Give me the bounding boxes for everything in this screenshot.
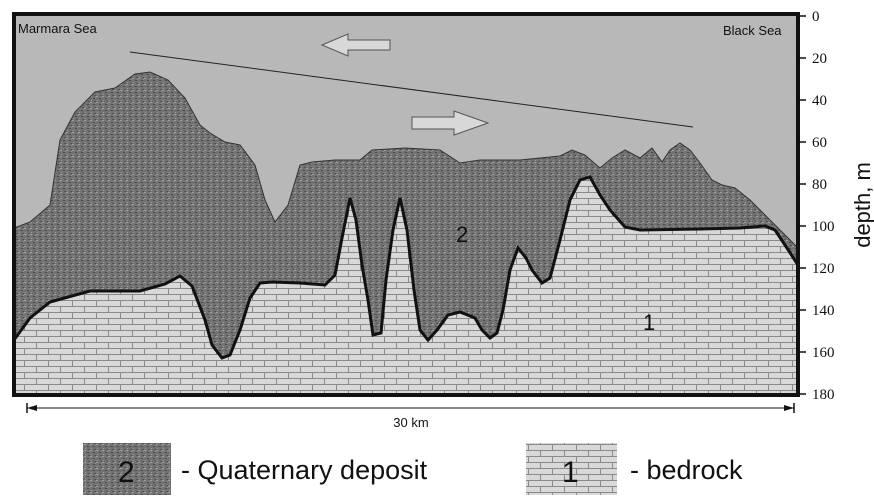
distance-scale [26, 403, 795, 413]
zone-label-quaternary: 2 [456, 222, 468, 247]
legend-swatch-quaternary [83, 443, 171, 495]
legend: 2 - Quaternary deposit 1 - bedrock [83, 443, 743, 495]
legend-number-bedrock: 1 [562, 456, 579, 489]
depth-tick-label: 100 [812, 219, 835, 235]
depth-tick-label: 180 [812, 387, 835, 403]
bedrock-boundary-line [14, 175, 798, 360]
depth-tick-label: 60 [812, 135, 827, 151]
plot-frame [12, 12, 800, 397]
distance-label: 30 km [393, 415, 428, 430]
depth-axis: 0 20 40 60 80 100 120 140 160 180 [798, 9, 835, 403]
legend-text-quaternary: - Quaternary deposit [181, 455, 428, 485]
depth-tick-label: 80 [812, 177, 827, 193]
legend-swatch-bedrock [526, 443, 617, 495]
upper-current-arrow-icon [320, 33, 391, 57]
depth-tick-label: 0 [812, 9, 820, 25]
depth-tick-label: 140 [812, 303, 835, 319]
black-sea-label: Black Sea [723, 23, 782, 38]
depth-tick-label: 20 [812, 51, 827, 67]
legend-number-quaternary: 2 [118, 456, 135, 489]
depth-axis-label: depth, m [850, 162, 874, 248]
depth-tick-label: 40 [812, 93, 827, 109]
zone-label-bedrock: 1 [643, 310, 655, 335]
depth-tick-label: 160 [812, 345, 835, 361]
marmara-sea-label: Marmara Sea [18, 21, 98, 36]
lower-current-arrow-icon [411, 110, 490, 136]
depth-tick-label: 120 [812, 261, 835, 277]
seafloor-outline [14, 71, 798, 249]
legend-text-bedrock: - bedrock [630, 455, 743, 485]
current-interface-line [129, 51, 694, 128]
